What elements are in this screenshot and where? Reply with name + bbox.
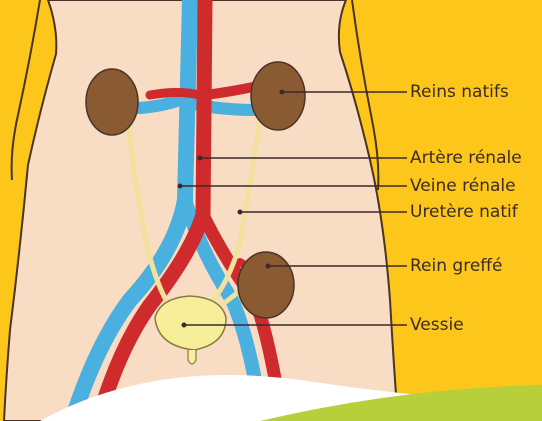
label-renal-vein: Veine rénale — [410, 176, 516, 196]
native-kidney-right — [251, 62, 305, 130]
label-bladder: Vessie — [410, 315, 464, 335]
native-kidney-left — [86, 69, 138, 135]
label-graft-kidney: Rein greffé — [410, 256, 502, 276]
graft-kidney — [238, 252, 294, 318]
label-native-ureter: Uretère natif — [410, 202, 518, 222]
label-native-kidneys: Reins natifs — [410, 82, 509, 102]
label-renal-artery: Artère rénale — [410, 148, 522, 168]
